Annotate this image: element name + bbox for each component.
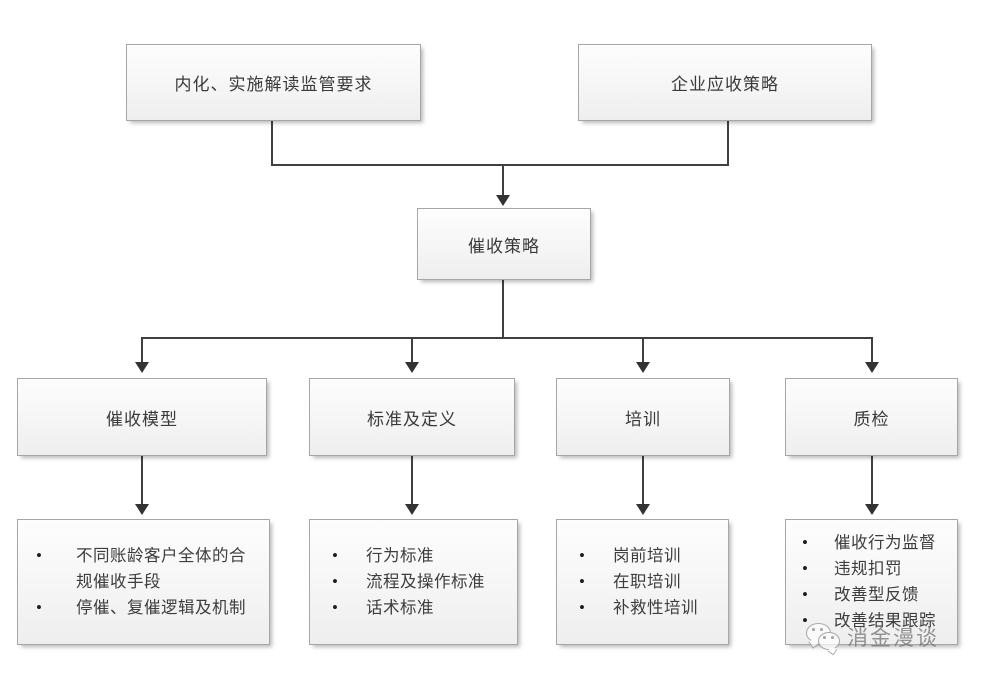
list-item: 违规扣罚 xyxy=(786,556,957,582)
arrow-to-branch2 xyxy=(405,362,419,373)
list-item: 流程及操作标准 xyxy=(310,569,517,595)
list-item: 改善结果跟踪 xyxy=(786,608,957,634)
node-branch-1-label: 催收模型 xyxy=(106,409,178,429)
node-detail-1[interactable]: 不同账龄客户全体的合 规催收手段 停催、复催逻辑及机制 xyxy=(17,519,270,645)
list-item: 在职培训 xyxy=(557,569,728,595)
list-item: 停催、复催逻辑及机制 xyxy=(18,595,269,621)
arrow-to-detail2 xyxy=(405,504,419,515)
arrow-to-detail3 xyxy=(636,504,650,515)
node-hub-label: 催收策略 xyxy=(468,236,540,256)
node-top-right-label: 企业应收策略 xyxy=(671,75,779,94)
detail-1-bullet-list: 不同账龄客户全体的合 规催收手段 停催、复催逻辑及机制 xyxy=(18,543,269,621)
node-branch-4[interactable]: 质检 xyxy=(785,378,958,456)
connector-detail3-stem xyxy=(642,456,644,506)
connector-top-right-drop xyxy=(727,121,729,166)
node-hub[interactable]: 催收策略 xyxy=(417,208,591,280)
node-branch-2-label: 标准及定义 xyxy=(367,409,457,429)
node-branch-2[interactable]: 标准及定义 xyxy=(309,378,515,456)
list-item: 催收行为监督 xyxy=(786,530,957,556)
connector-branch2-drop xyxy=(411,337,413,364)
connector-hub-drop xyxy=(502,280,504,338)
list-item: 改善型反馈 xyxy=(786,582,957,608)
node-top-left-label: 内化、实施解读监管要求 xyxy=(174,75,373,94)
node-detail-2[interactable]: 行为标准 流程及操作标准 话术标准 xyxy=(309,519,518,645)
connector-branch1-drop xyxy=(141,337,143,364)
detail-4-bullet-list: 催收行为监督 违规扣罚 改善型反馈 改善结果跟踪 xyxy=(786,530,957,634)
arrow-to-branch4 xyxy=(865,362,879,373)
list-item: 行为标准 xyxy=(310,543,517,569)
arrow-to-hub xyxy=(496,195,510,206)
node-top-right[interactable]: 企业应收策略 xyxy=(578,44,872,121)
connector-top-bus xyxy=(271,164,729,166)
connector-hub-stem xyxy=(502,164,504,197)
arrow-to-branch3 xyxy=(636,362,650,373)
connector-branch3-drop xyxy=(642,337,644,364)
connector-detail1-stem xyxy=(141,456,143,506)
arrow-to-detail1 xyxy=(135,504,149,515)
arrow-to-branch1 xyxy=(135,362,149,373)
node-branch-3-label: 培训 xyxy=(625,409,661,429)
connector-branch-bus xyxy=(141,337,872,339)
connector-detail4-stem xyxy=(871,456,873,506)
list-item: 补救性培训 xyxy=(557,595,728,621)
connector-detail2-stem xyxy=(411,456,413,506)
node-detail-4[interactable]: 催收行为监督 违规扣罚 改善型反馈 改善结果跟踪 xyxy=(785,519,958,645)
node-branch-4-label: 质检 xyxy=(853,409,890,429)
arrow-to-detail4 xyxy=(865,504,879,515)
detail-3-bullet-list: 岗前培训 在职培训 补救性培训 xyxy=(557,543,728,621)
list-item: 不同账龄客户全体的合 规催收手段 xyxy=(18,543,269,595)
connector-top-left-drop xyxy=(271,121,273,166)
node-top-left[interactable]: 内化、实施解读监管要求 xyxy=(126,44,421,121)
node-branch-1[interactable]: 催收模型 xyxy=(17,378,267,456)
list-item: 话术标准 xyxy=(310,595,517,621)
node-detail-3[interactable]: 岗前培训 在职培训 补救性培训 xyxy=(556,519,729,645)
detail-2-bullet-list: 行为标准 流程及操作标准 话术标准 xyxy=(310,543,517,621)
list-item: 岗前培训 xyxy=(557,543,728,569)
connector-branch4-drop xyxy=(871,337,873,364)
node-branch-3[interactable]: 培训 xyxy=(556,378,730,456)
